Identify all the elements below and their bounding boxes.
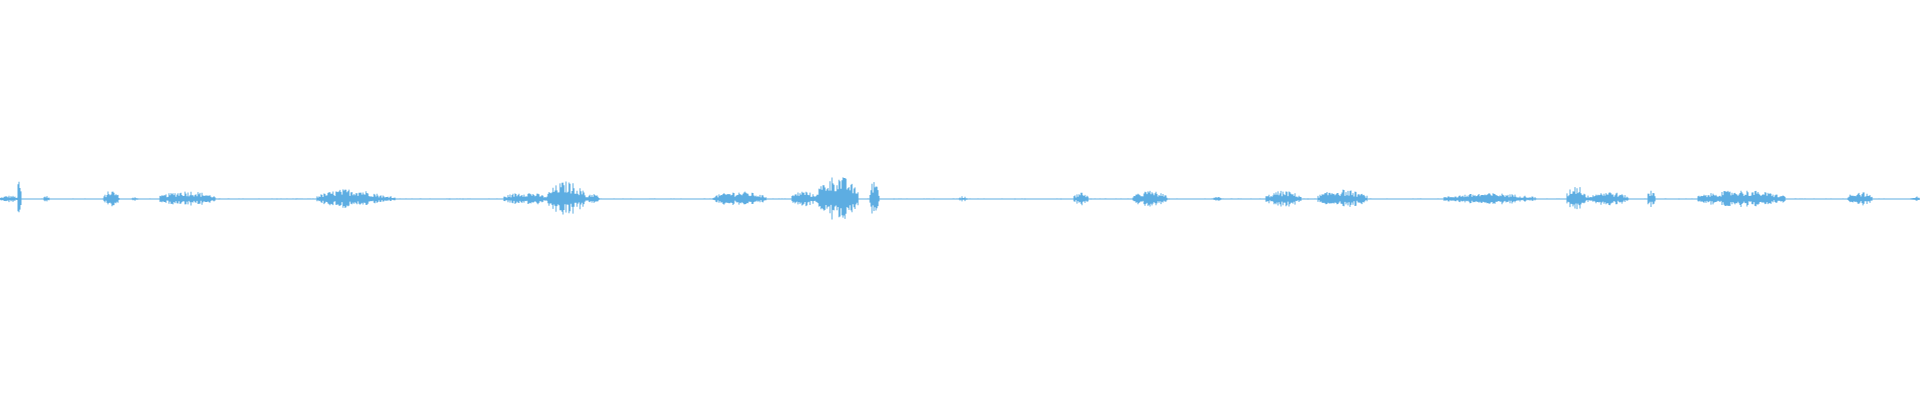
waveform-signal (0, 177, 1920, 220)
